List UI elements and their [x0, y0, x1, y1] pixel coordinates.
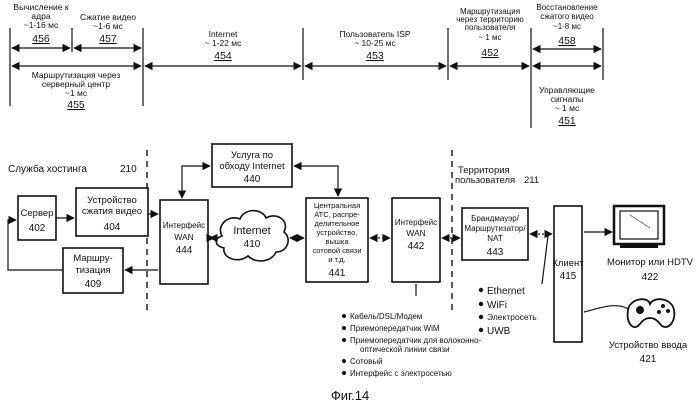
compressor-label-1: Устройство [87, 195, 137, 206]
routing-label-2: тизация [75, 265, 110, 276]
hosting-zone-number: 210 [120, 164, 137, 175]
seg458-line1: Восстановление [536, 3, 598, 12]
server-box: Сервер 402 [18, 196, 56, 240]
figure-caption: Фиг.14 [331, 388, 369, 403]
internet-number: 410 [244, 239, 261, 250]
controller-cable [584, 306, 632, 312]
home-option-1: Ethernet [487, 286, 525, 297]
central-label-7: и т.д. [328, 255, 345, 264]
wan-option-3: Приемопередатчик для волоконно- [350, 336, 481, 345]
seg457-line2: ~1-6 мс [93, 21, 123, 31]
routing-number: 409 [85, 279, 102, 290]
wan-options-list: Кабель/DSL/Модем Приемопередатчик WiM Пр… [342, 312, 481, 378]
seg451-line3: ~ 1 мс [555, 103, 580, 113]
input-device-number: 421 [640, 354, 657, 365]
hosting-zone-label: Служба хостинга [8, 163, 87, 175]
firewall-router-box: Брандмауэр/ Маршрутизатор/ NAT 443 [462, 208, 528, 260]
seg452-line4: ~ 1 мс [478, 33, 501, 42]
firewall-label-2: Маршрутизатор/ [464, 224, 526, 233]
wan444-label-1: Интерфейс [163, 221, 205, 230]
internet-label: Internet [233, 225, 270, 237]
internet-cloud: Internet 410 [216, 211, 288, 261]
monitor-icon [614, 206, 664, 248]
central-label-1: Центральная [314, 201, 360, 210]
home-network-leader [542, 236, 548, 284]
central-label-2: АТС, распре- [314, 210, 360, 219]
central-number: 441 [329, 268, 346, 279]
seg456-number: 456 [32, 33, 50, 45]
seg453-line2: ~ 10-25 мс [354, 38, 396, 48]
monitor-number: 422 [642, 272, 659, 283]
routing-label-1: Маршру- [73, 253, 112, 264]
wan444-number: 444 [176, 245, 193, 256]
user-zone-number: 211 [524, 175, 539, 186]
home-option-4: UWB [487, 326, 511, 337]
internet-bypass-box: Услуга по обходу Internet 440 [212, 144, 292, 187]
seg457-number: 457 [99, 33, 117, 45]
bypass-label-2: обходу Internet [219, 161, 285, 172]
timeline: Вычисление к адра ~1-16 мс 456 Сжатие ви… [10, 2, 603, 128]
wan-option-4: Сотовый [350, 357, 383, 366]
seg455-line3: ~1 мс [65, 88, 88, 98]
central-label-5: вышка [325, 237, 349, 246]
seg452-line3: пользователя [465, 23, 516, 32]
seg455-number: 455 [67, 99, 85, 111]
wan-to-bypass [182, 166, 210, 198]
central-label-6: сотовой связи [312, 246, 361, 255]
compressor-number: 404 [104, 222, 121, 233]
compressor-label-2: сжатия видео [82, 206, 142, 217]
seg454-number: 454 [214, 50, 232, 62]
client-label: Клиент [552, 258, 584, 269]
home-network-list: Ethernet WiFi Электросеть UWB [479, 286, 537, 337]
seg458-line2: сжатого видео [540, 12, 594, 21]
client-number: 415 [560, 271, 577, 282]
wan-option-3b: оптической линии связи [360, 345, 450, 354]
seg452-number: 452 [481, 47, 499, 59]
wan-interface-444-box: Интерфейс WAN 444 [160, 200, 208, 284]
server-number: 402 [29, 223, 46, 234]
wan-interface-442-box: Интерфейс WAN 442 [392, 198, 440, 282]
seg456-line3: ~1-16 мс [24, 20, 59, 30]
seg453-number: 453 [366, 50, 384, 62]
firewall-label-3: NAT [487, 234, 503, 243]
seg458-line3: ~1-8 мс [553, 22, 581, 31]
home-option-3: Электросеть [487, 312, 537, 322]
central-label-4: устройство, [317, 228, 358, 237]
seg454-line2: ~ 1-22 мс [205, 38, 243, 48]
wan-option-1: Кабель/DSL/Модем [350, 312, 422, 321]
input-device-label: Устройство ввода [609, 340, 688, 351]
firewall-label-1: Брандмауэр/ [471, 214, 520, 223]
gamepad-icon [628, 299, 675, 327]
firewall-number: 443 [487, 247, 504, 258]
seg451-number: 451 [558, 115, 576, 127]
wan442-label-2: WAN [406, 228, 426, 238]
home-option-2: WiFi [487, 300, 507, 311]
client-box: Клиент 415 [552, 206, 584, 342]
bypass-number: 440 [244, 174, 261, 185]
seg458-number: 458 [558, 35, 576, 47]
central-office-box: Центральная АТС, распре- делительное уст… [306, 198, 368, 282]
wan442-label-1: Интерфейс [395, 218, 437, 227]
wan442-number: 442 [408, 241, 425, 252]
video-compressor-box: Устройство сжатия видео 404 [76, 188, 148, 236]
user-zone-label-2: пользователя [455, 175, 515, 186]
routing-box: Маршру- тизация 409 [63, 248, 123, 293]
bypass-to-central [294, 166, 338, 196]
monitor-label: Монитор или HDTV [607, 257, 694, 268]
central-label-3: делительное [315, 219, 360, 228]
server-label: Сервер [21, 208, 54, 219]
wan444-label-2: WAN [174, 232, 194, 242]
wan-option-5: Интерфейс с электросетью [350, 369, 452, 378]
bypass-label-1: Услуга по [231, 150, 273, 161]
wan-option-2: Приемопередатчик WiM [350, 324, 440, 333]
